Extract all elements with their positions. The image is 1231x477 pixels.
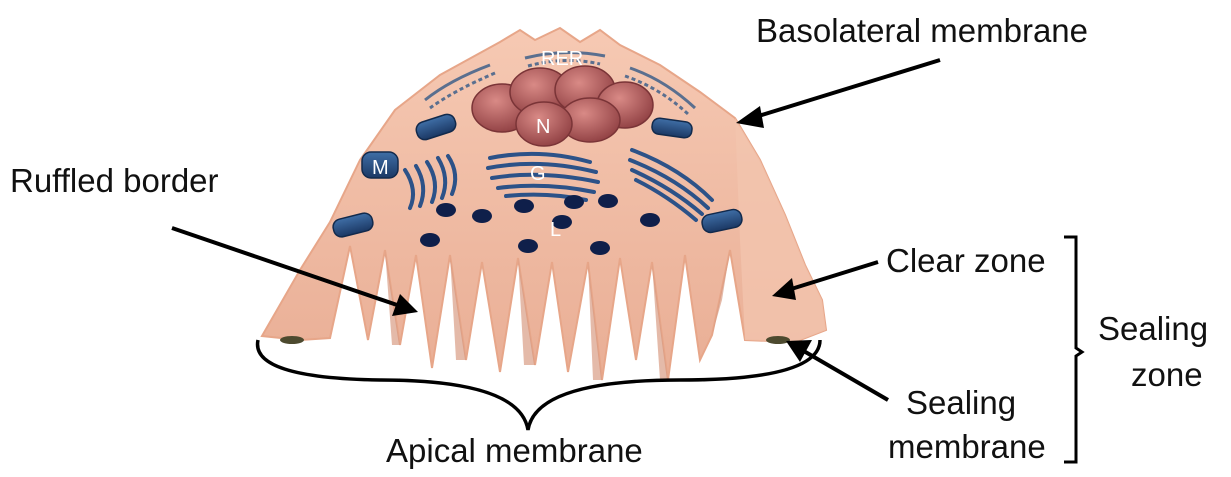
apical-membrane-label: Apical membrane bbox=[386, 432, 643, 469]
sealing-zone-label-line1: Sealing bbox=[1098, 310, 1208, 347]
golgi-label: G bbox=[530, 163, 546, 185]
lysosome-label: L bbox=[550, 219, 561, 241]
mitochondria-label: M bbox=[372, 157, 389, 179]
sealing-zone-bracket bbox=[1064, 237, 1082, 462]
sealing-membrane-left bbox=[280, 336, 304, 344]
cell-right-facet bbox=[735, 118, 826, 342]
sealing-membrane-arrow bbox=[786, 340, 888, 400]
ruffled-border-label: Ruffled border bbox=[10, 162, 219, 199]
basolateral-arrow bbox=[736, 60, 940, 128]
sealing-zone-label-line2: zone bbox=[1131, 356, 1203, 393]
nucleus-label: N bbox=[536, 116, 550, 138]
sealing-membrane-right bbox=[766, 336, 790, 344]
clear-zone-label: Clear zone bbox=[886, 242, 1046, 279]
sealing-membrane-label-line2: membrane bbox=[888, 428, 1046, 465]
sealing-membrane-label-line1: Sealing bbox=[906, 384, 1016, 421]
apical-brace bbox=[258, 340, 820, 430]
basolateral-membrane-label: Basolateral membrane bbox=[756, 12, 1088, 49]
